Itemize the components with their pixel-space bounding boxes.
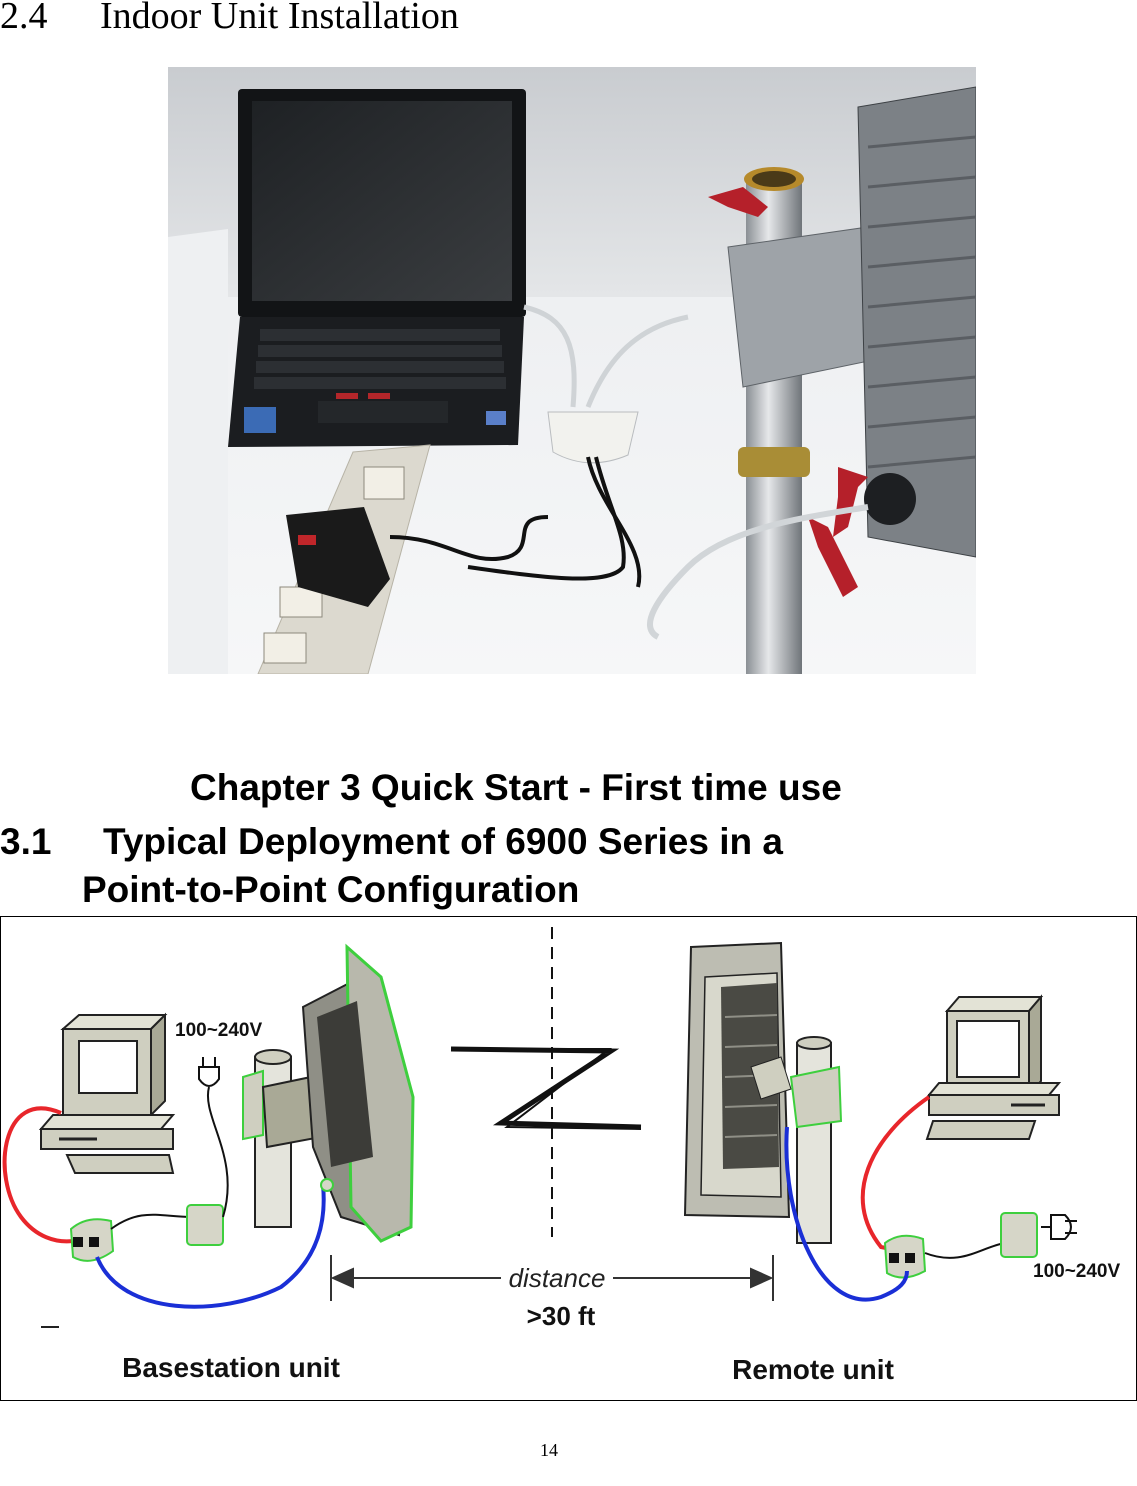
left-data-cable	[2, 1106, 74, 1244]
section-title-line1: Typical Deployment of 6900 Series in a	[103, 821, 783, 862]
right-injector-icon	[883, 1234, 927, 1279]
installation-photo	[168, 67, 976, 674]
right-computer-icon	[925, 994, 1062, 1140]
section-number: 2.4	[0, 0, 48, 37]
poe-injector	[547, 411, 639, 464]
right-power-adapter-icon	[1000, 1212, 1038, 1258]
page-number: 14	[540, 1440, 558, 1460]
section-title-line2: Point-to-Point Configuration	[82, 869, 580, 910]
cable-gland	[864, 473, 916, 525]
right-plug-icon	[1041, 1214, 1077, 1240]
remote-label: Remote unit	[732, 1354, 894, 1385]
sticker	[244, 407, 276, 433]
section-title: Indoor Unit Installation	[100, 0, 459, 37]
distance-arrow	[330, 1255, 774, 1301]
section-number: 3.1	[0, 821, 52, 862]
right-data-cable	[860, 1095, 931, 1253]
left-voltage-label: 100~240V	[175, 1020, 262, 1041]
touchpad	[318, 401, 448, 423]
power-adapter	[286, 507, 390, 607]
wireless-link-icon	[450, 1046, 642, 1130]
basestation-bracket-icon	[242, 1069, 323, 1149]
left-computer-icon	[38, 1012, 176, 1328]
distance-label: distance	[509, 1263, 606, 1293]
wing-bolt	[708, 187, 768, 217]
basestation-label: Basestation unit	[122, 1352, 340, 1383]
chapter-heading: Chapter 3 Quick Start - First time use	[190, 767, 842, 808]
wing-bolt	[833, 467, 868, 537]
distance-value: >30 ft	[527, 1301, 596, 1331]
section-2-4-heading: 2.4 Indoor Unit Installation	[0, 0, 459, 38]
deployment-diagram: 100~240V	[0, 916, 1137, 1401]
right-voltage-label: 100~240V	[1033, 1261, 1120, 1282]
laptop-screen	[252, 101, 512, 301]
left-plug-icon	[198, 1057, 220, 1087]
left-power-adapter-icon	[186, 1204, 224, 1246]
pole-clamp	[738, 447, 810, 477]
left-box	[168, 229, 228, 674]
keyboard	[254, 329, 506, 389]
remote-pole	[796, 1036, 832, 1244]
remote-unit-icon	[683, 941, 792, 1219]
basestation-unit-icon	[301, 943, 415, 1243]
left-poe-cable	[95, 1184, 326, 1309]
right-poe-cable	[784, 1126, 909, 1302]
left-injector-icon	[69, 1218, 115, 1262]
outdoor-unit	[857, 86, 976, 558]
remote-bracket-icon	[789, 1065, 843, 1129]
